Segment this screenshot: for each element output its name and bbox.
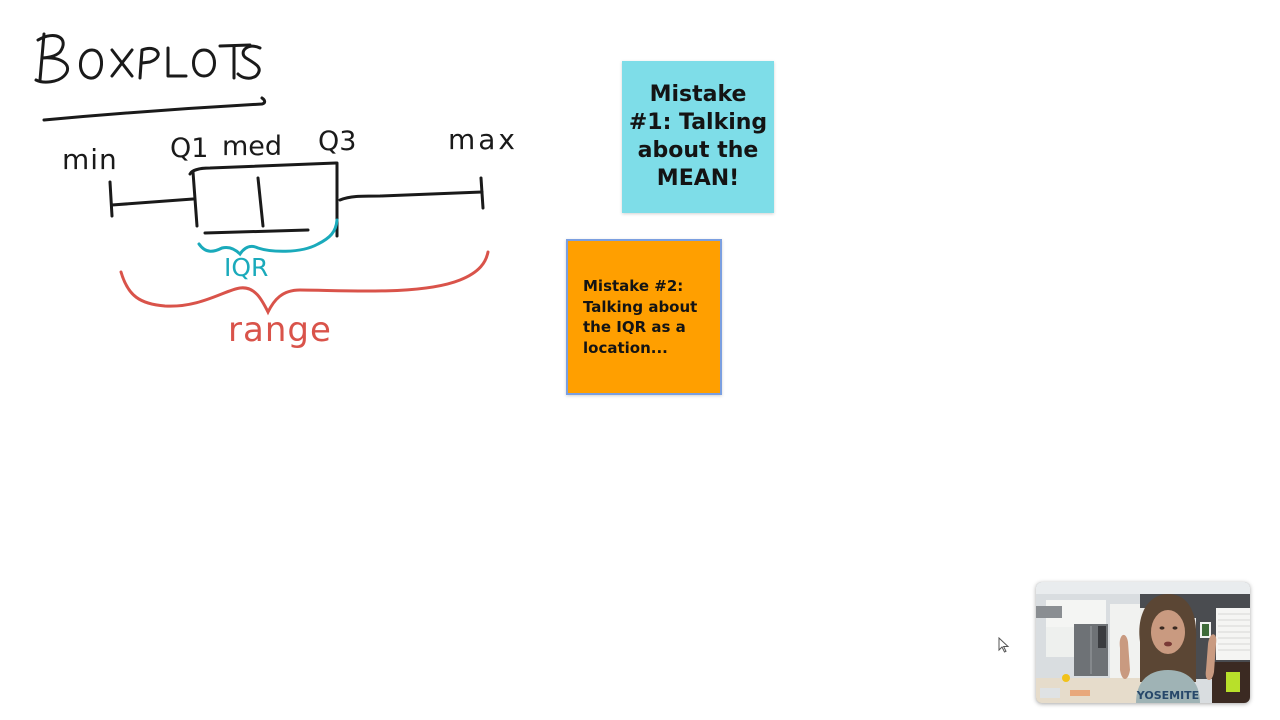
sticky-1-line: MEAN! [656, 166, 740, 191]
sticky-2-line: location... [583, 338, 668, 357]
sticky-note-mistake-2[interactable]: Mistake #2: Talking about the IQR as a l… [566, 239, 722, 395]
sticky-1-line: #1: Talking [628, 110, 768, 135]
label-min: min [62, 143, 118, 176]
label-max: max [448, 123, 519, 156]
sticky-2-line: Mistake #2: [583, 277, 684, 295]
label-iqr: IQR [224, 253, 269, 282]
mouse-cursor-icon [998, 637, 1010, 653]
sticky-2-line: the IQR as a [583, 318, 686, 336]
boxplot-drawing [108, 161, 485, 238]
sticky-note-mistake-1[interactable]: Mistake #1: Talking about the MEAN! [622, 61, 774, 213]
webcam-frame-image: YOSEMITE [1036, 582, 1250, 703]
shirt-text: YOSEMITE [1136, 689, 1199, 702]
sticky-note-2-text: Mistake #2: Talking about the IQR as a l… [583, 276, 697, 358]
sticky-1-line: about the [637, 138, 759, 163]
range-brace [119, 250, 490, 316]
sticky-1-line: Mistake [649, 82, 747, 107]
iqr-brace [197, 218, 339, 257]
label-q3: Q3 [318, 126, 357, 157]
title-handwriting [34, 32, 262, 84]
presenter-webcam-video[interactable]: YOSEMITE [1036, 582, 1250, 703]
sticky-note-1-text: Mistake #1: Talking about the MEAN! [629, 81, 767, 193]
label-q1: Q1 [170, 133, 209, 164]
title-underline [42, 96, 267, 122]
sticky-2-line: Talking about [583, 297, 698, 316]
label-med: med [222, 131, 283, 162]
label-range: range [228, 310, 332, 350]
